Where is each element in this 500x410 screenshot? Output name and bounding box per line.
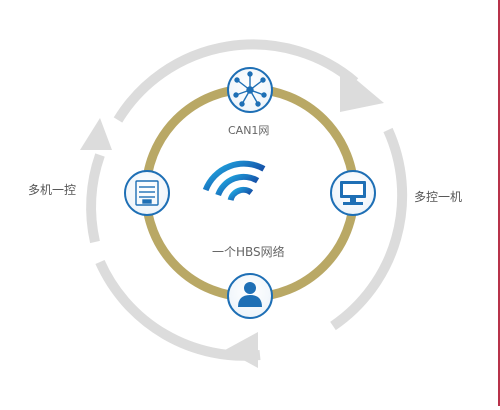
arrow-arc-right	[330, 127, 408, 331]
center-network-label: 一个HBS网络	[212, 245, 285, 259]
node-bottom	[227, 273, 273, 319]
right-edge-line	[498, 0, 500, 406]
right-side-label: 多控一机	[414, 190, 463, 204]
arrowhead-left	[80, 118, 112, 150]
wifi-icon	[202, 160, 266, 202]
hub-network-icon	[233, 71, 267, 107]
arrow-arc-top	[113, 39, 359, 123]
arrowhead-top-right	[340, 66, 384, 112]
arrow-arc-left	[86, 153, 105, 244]
user-icon	[238, 282, 262, 307]
outer-cycle-arrows	[86, 39, 408, 361]
node-left	[124, 170, 170, 216]
monitor-icon	[340, 181, 366, 205]
top-node-label: CAN1网	[228, 124, 270, 137]
node-right	[330, 170, 376, 216]
arrow-arc-bottom	[95, 259, 261, 361]
arrow-heads	[80, 66, 384, 368]
control-panel-icon	[135, 180, 159, 206]
left-side-label: 多机一控	[28, 183, 77, 197]
node-top	[227, 67, 273, 113]
arrowhead-bottom-left	[225, 332, 258, 368]
